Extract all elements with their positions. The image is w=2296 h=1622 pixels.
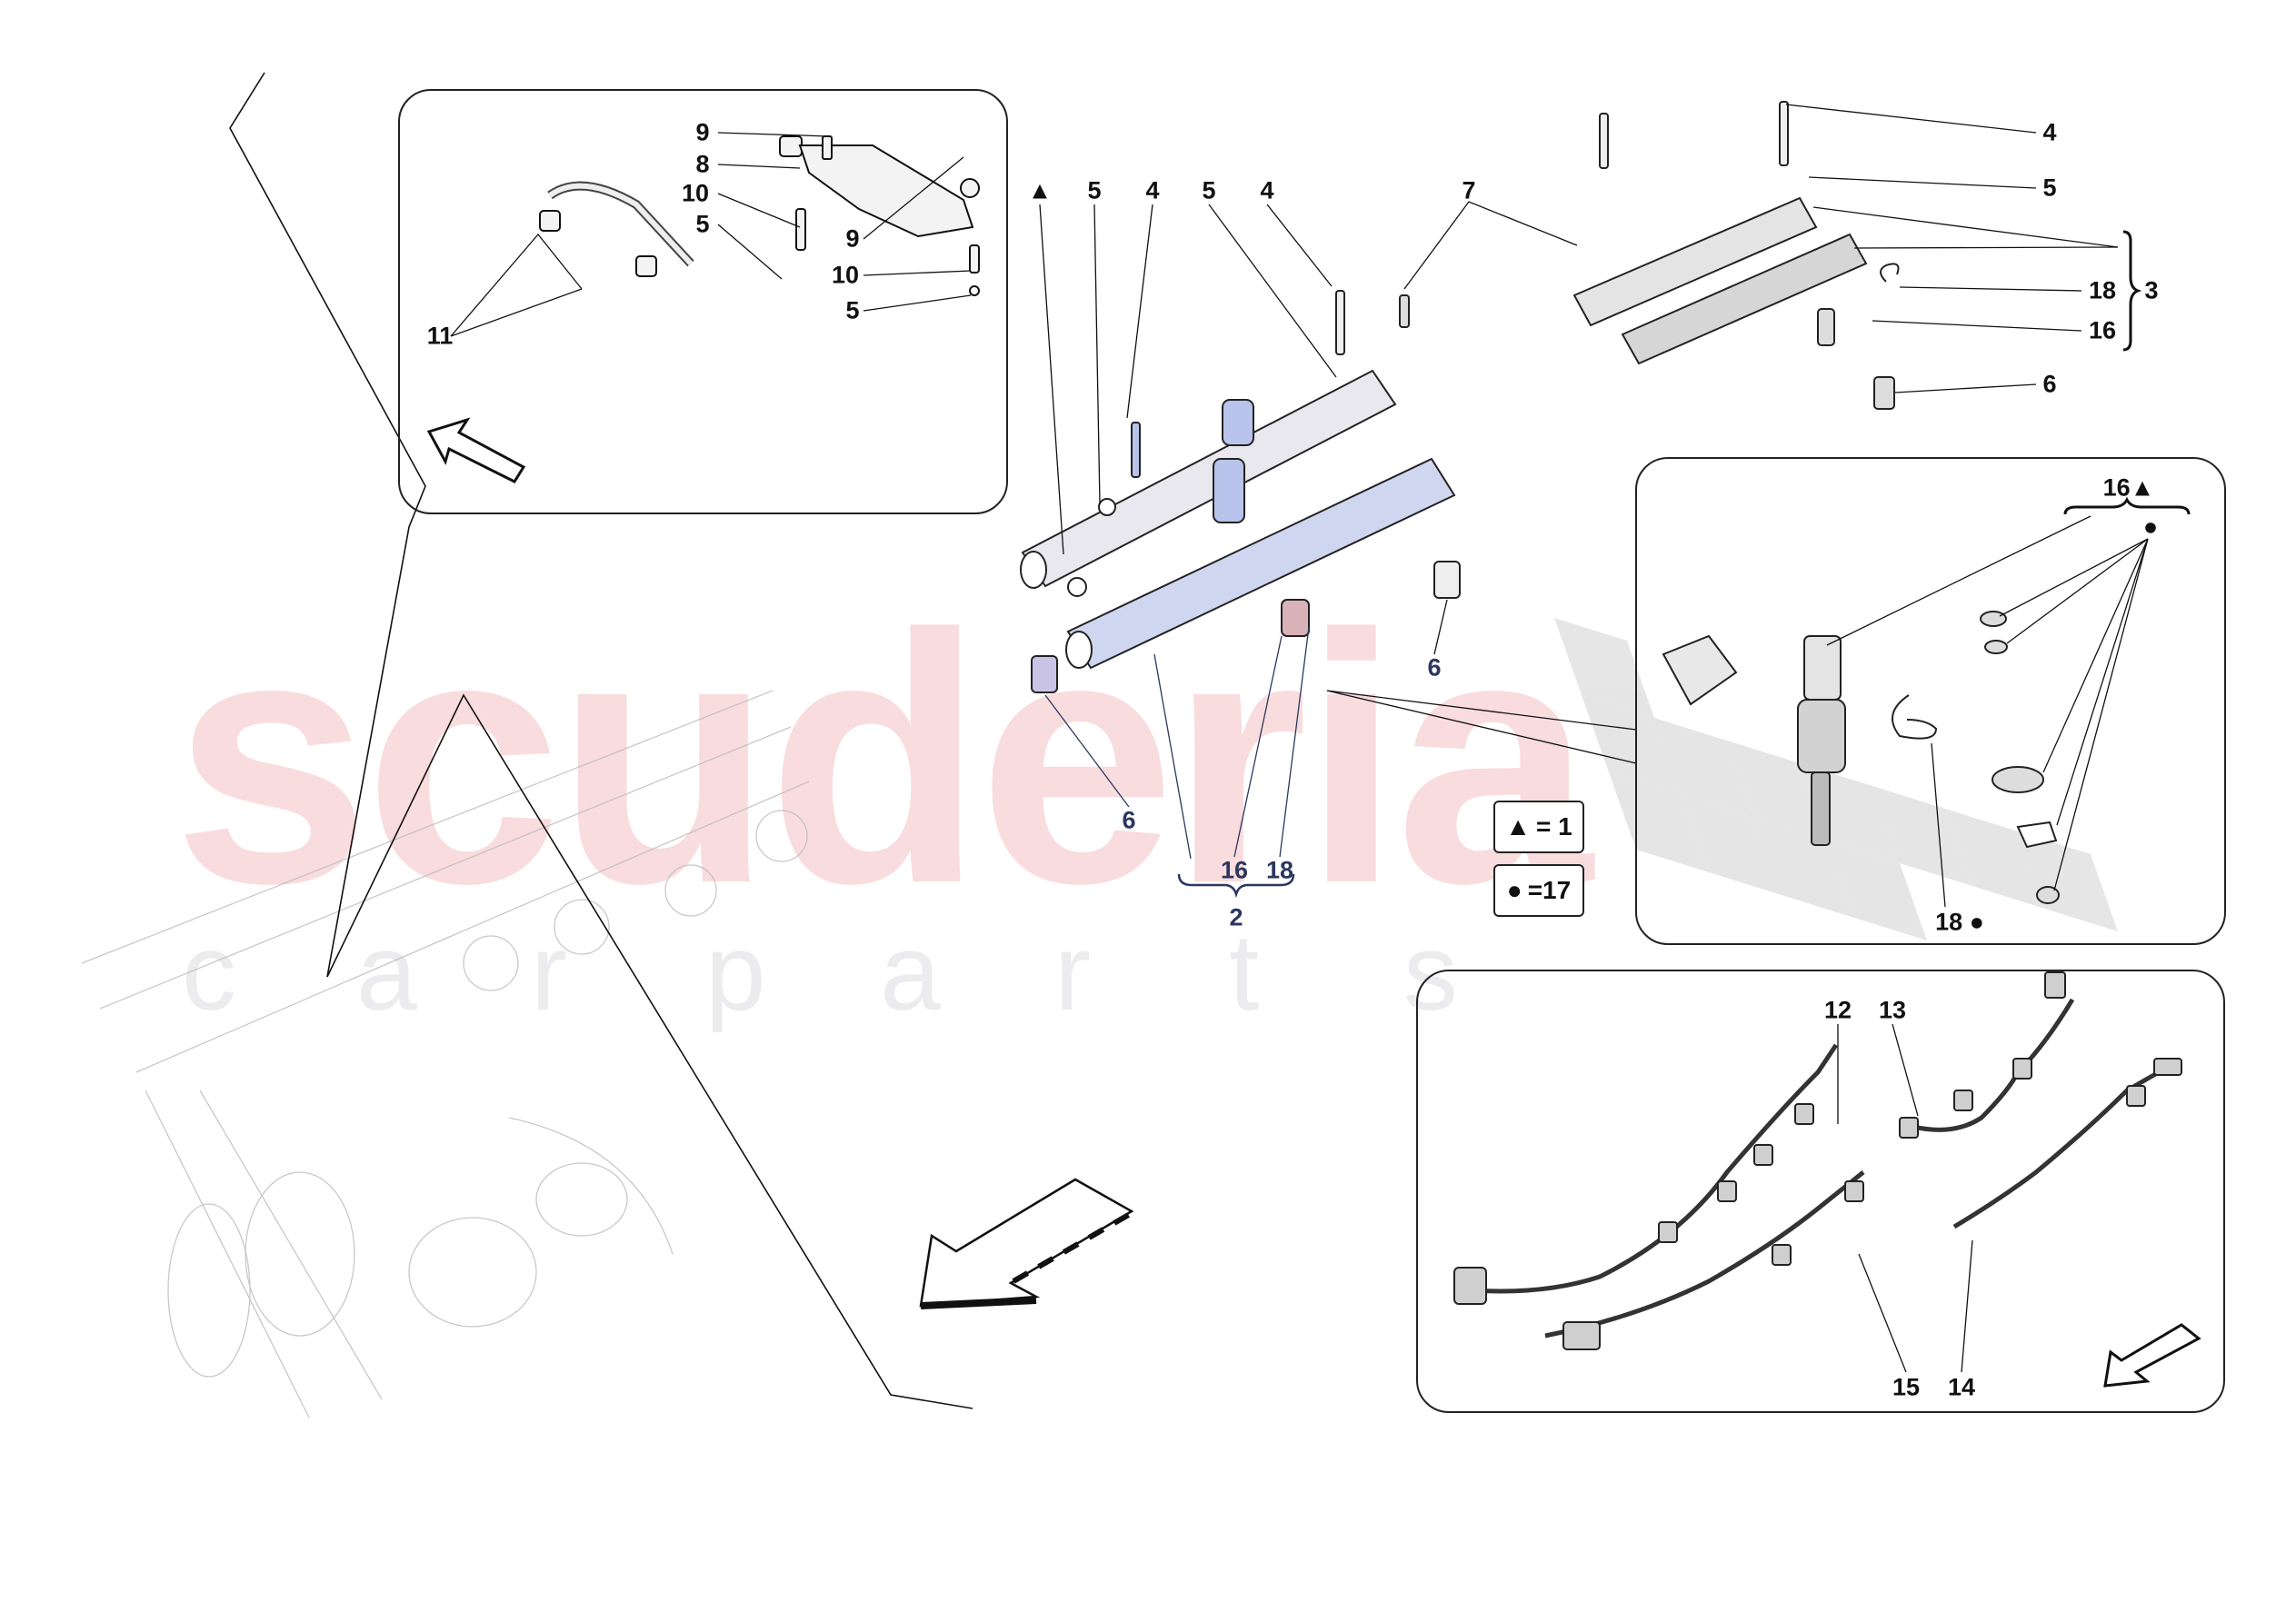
part-callout-6: 6	[2042, 370, 2057, 398]
triangle-icon: ▲	[1505, 812, 1531, 841]
watermark-letter: r	[531, 911, 567, 1033]
part-callout-8: 8	[695, 150, 710, 178]
part-callout-4a: 4	[1145, 176, 1160, 204]
part-callout-5a: 5	[1087, 176, 1102, 204]
part-callout-2: 2	[1229, 903, 1243, 931]
engine-background-sketch	[81, 690, 810, 1418]
fuel-rail-top-right	[1572, 101, 1900, 410]
main-direction-arrow-icon	[919, 1178, 1134, 1309]
dot-icon: ●	[1506, 876, 1522, 904]
part-callout-11: 11	[426, 322, 454, 350]
watermark-letter: t	[1229, 911, 1260, 1033]
detail-callout-lines	[1326, 690, 1637, 764]
harness-connectors	[1453, 971, 2182, 1350]
wiring-harness	[1472, 998, 2161, 1338]
harness-direction-arrow-icon	[2103, 1323, 2201, 1388]
watermark-letter: c	[182, 911, 236, 1033]
navy-leader-lines	[1044, 626, 1310, 899]
part-callout-4b: 4	[1260, 176, 1274, 204]
part-callout-18: 18	[2088, 276, 2117, 304]
inset-leader-lines	[450, 132, 972, 337]
fuel-rail-main	[1020, 290, 1461, 693]
injector-leader-lines	[1826, 496, 2191, 908]
part-callout-7: 7	[1462, 176, 1476, 204]
part-callout-tri: ▲	[1027, 176, 1053, 204]
watermark-letter: p	[705, 911, 766, 1033]
part-callout-15: 15	[1892, 1373, 1921, 1401]
part-callout-9: 9	[695, 118, 710, 146]
watermark-letter: a	[880, 911, 941, 1033]
part-callout-10b: 10	[831, 261, 860, 289]
harness-leader-lines	[1837, 1023, 1973, 1373]
part-callout-12: 12	[1823, 996, 1852, 1024]
part-callout-13: 13	[1878, 996, 1907, 1024]
part-callout-5: 5	[695, 210, 710, 238]
part-callout-18: 18	[1265, 856, 1294, 884]
legend-triangle: ▲ = 1	[1493, 801, 1584, 853]
part-callout-dot: ●	[2142, 512, 2159, 541]
inset-injector-detail	[1635, 457, 2226, 945]
part-callout-16: 16	[1220, 856, 1249, 884]
part-callout-5b: 5	[845, 296, 860, 324]
part-callout-9b: 9	[845, 224, 860, 253]
top-right-leader-lines	[1785, 104, 2142, 393]
part-callout-4: 4	[2042, 118, 2057, 146]
watermark-letter: r	[1054, 911, 1091, 1033]
part-callout-16: 16	[2088, 316, 2117, 344]
part-callout-14: 14	[1947, 1373, 1976, 1401]
part-callout-10: 10	[681, 179, 710, 207]
inset-bracket-parts	[539, 135, 980, 296]
legend-triangle-value: = 1	[1536, 812, 1572, 841]
watermark-letter: s	[1403, 911, 1458, 1033]
part-callout-3: 3	[2144, 276, 2159, 304]
part-callout-18dot: 18 ●	[1935, 908, 1984, 936]
inset-bracket-detail	[398, 89, 1008, 514]
part-callout-6a: 6	[1427, 653, 1442, 682]
part-callout-5b: 5	[1202, 176, 1216, 204]
legend-dot: ● =17	[1493, 864, 1584, 917]
main-leader-lines	[1039, 201, 1578, 655]
part-callout-16tri: 16▲	[2102, 473, 2155, 502]
legend-dot-value: =17	[1527, 876, 1572, 904]
part-callout-5: 5	[2042, 174, 2057, 202]
part-callout-6b: 6	[1122, 806, 1136, 834]
injector-detail	[1662, 611, 2060, 904]
inset-harness-detail	[1416, 970, 2225, 1413]
direction-arrow-icon	[426, 417, 526, 483]
watermark-brand: scuderia	[173, 561, 1592, 957]
